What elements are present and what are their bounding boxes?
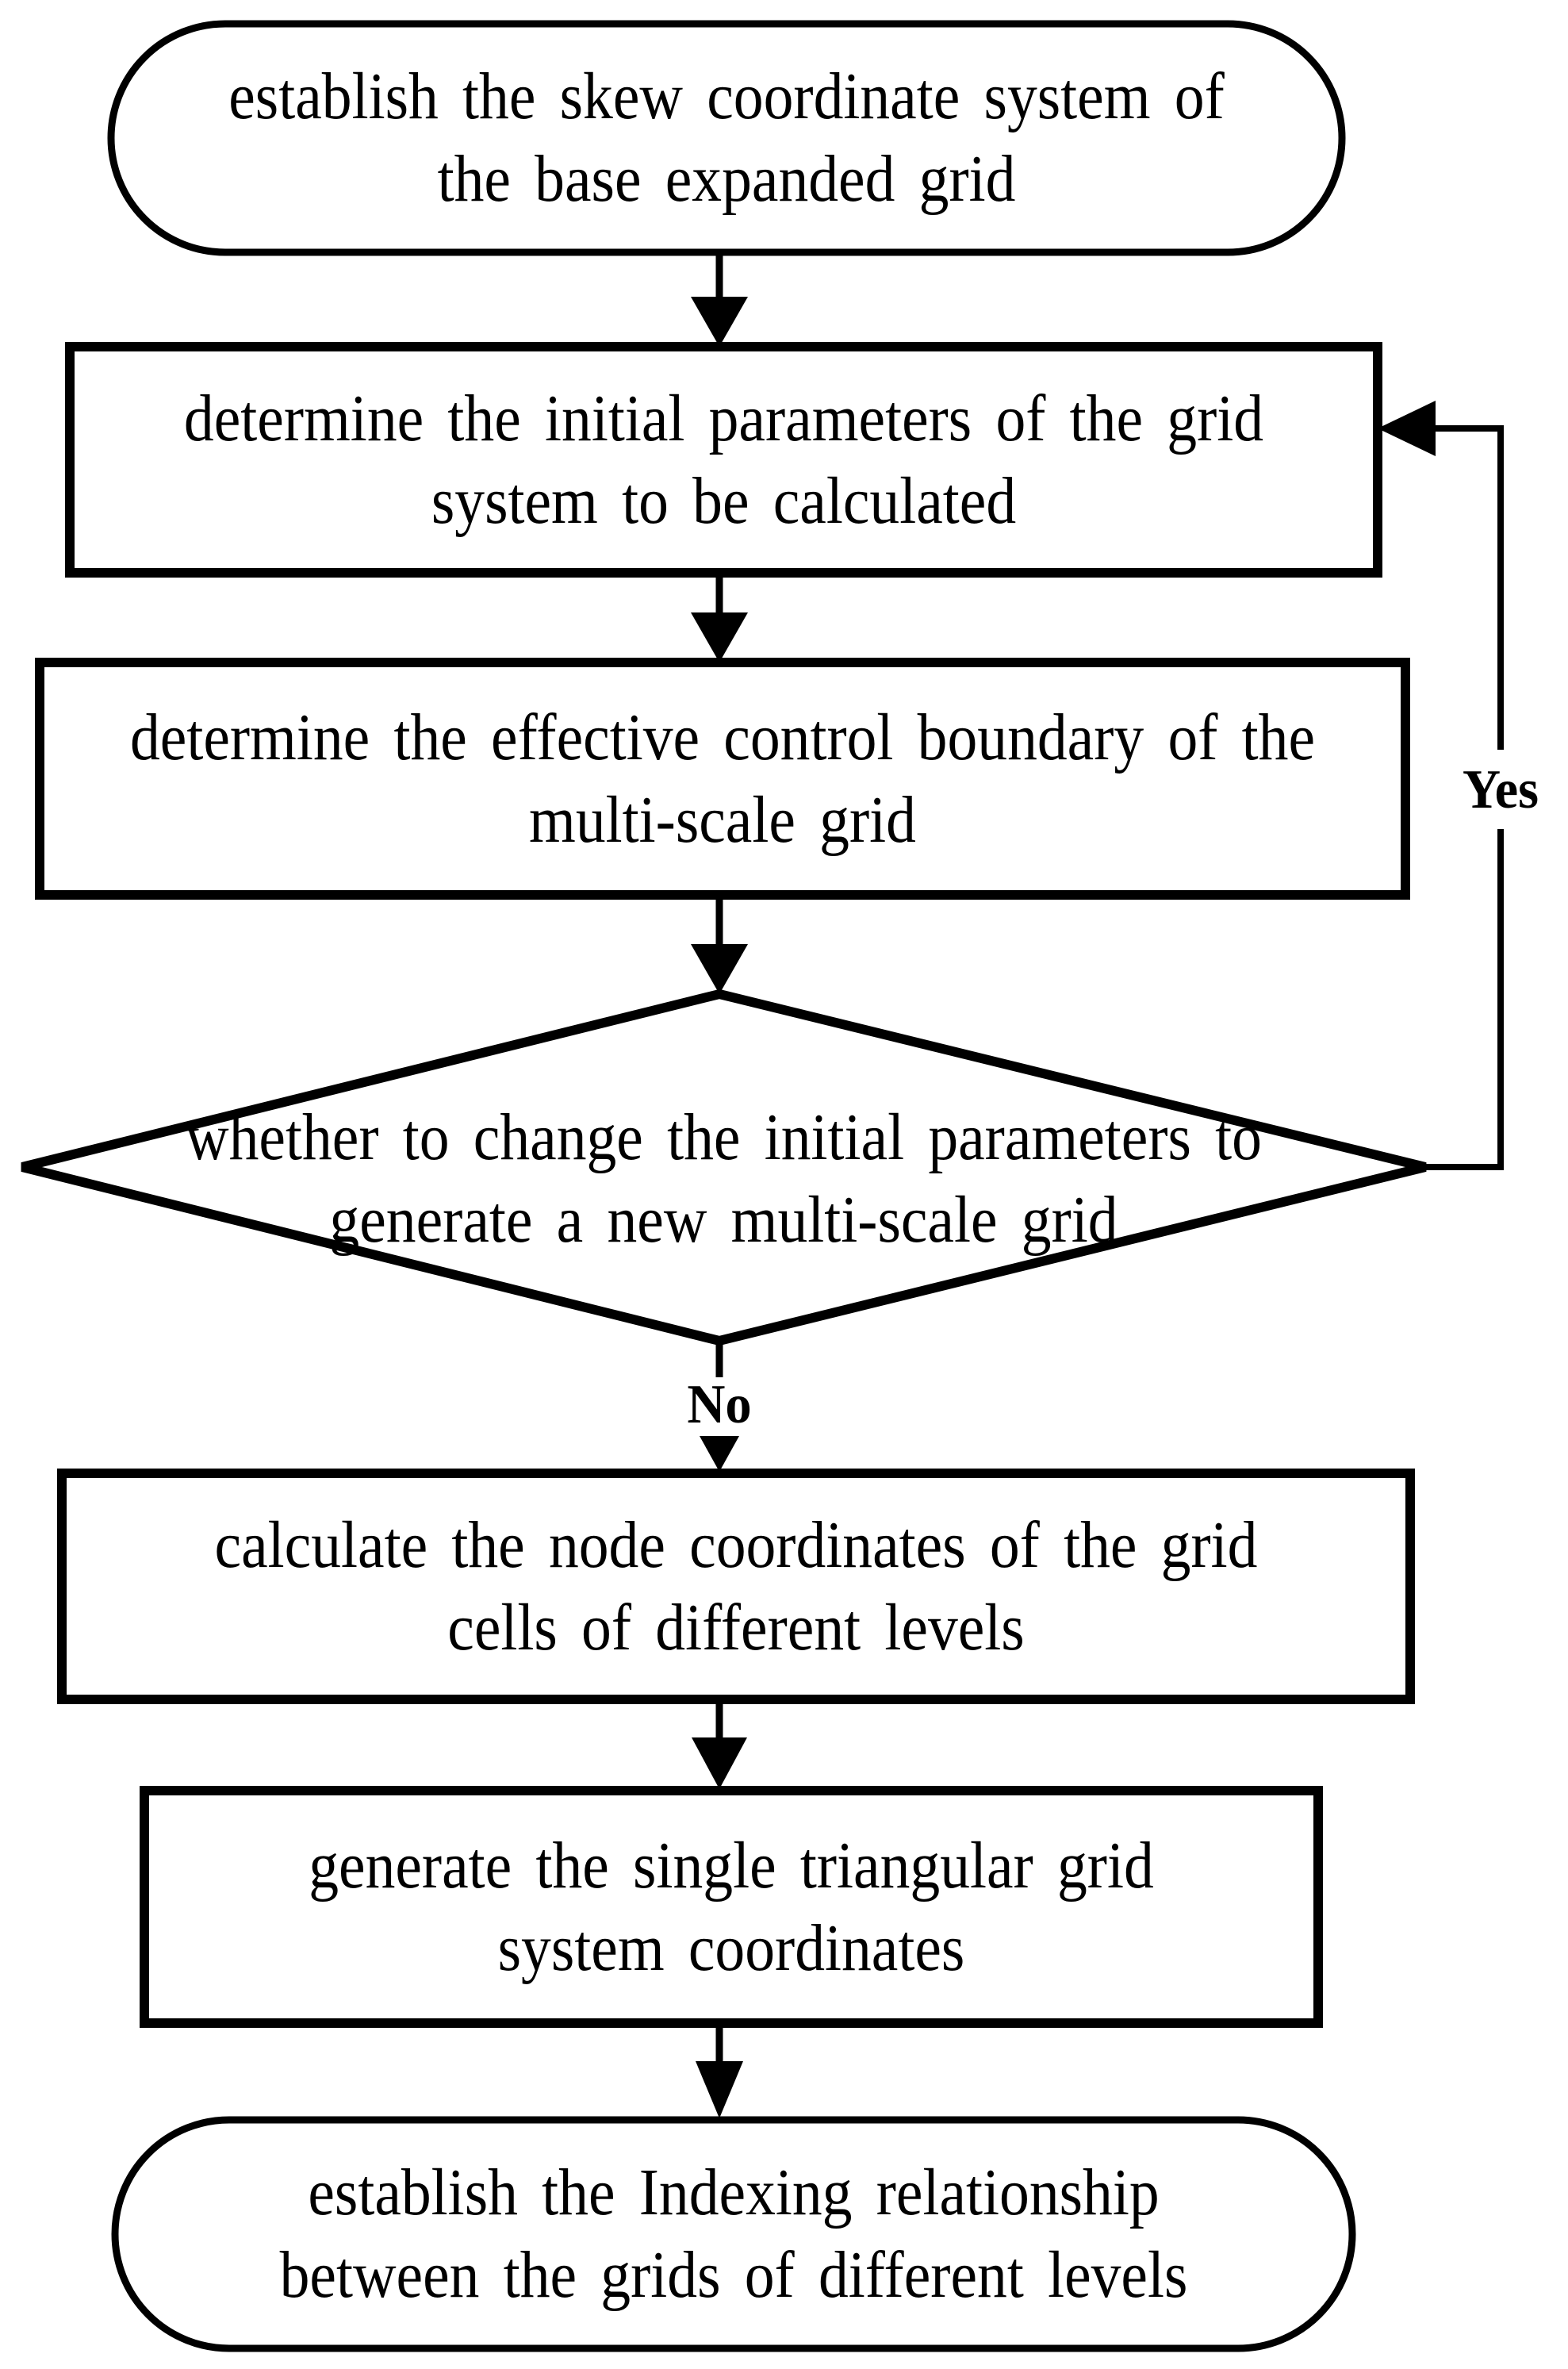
node-init-params-shape (65, 342, 1382, 578)
edge-start-init-arrowhead (691, 297, 748, 347)
node-single-triangular-line2: system coordinates (497, 1910, 965, 1985)
node-init-params-line1: determine the initial parameters of the … (183, 381, 1264, 455)
edge-yes-line-upper (1432, 425, 1504, 750)
node-indexing-label: establish the Indexing relationship betw… (177, 2120, 1290, 2348)
node-single-triangular-label: generate the single triangular grid syst… (203, 1791, 1259, 2023)
node-single-triangular-shape (140, 1786, 1323, 2028)
node-coordinates-line2: cells of different levels (447, 1590, 1025, 1664)
edge-no-arrowhead (700, 1436, 739, 1472)
node-single-triangular-line1: generate the single triangular grid (309, 1828, 1154, 1902)
node-start-shape (107, 20, 1346, 256)
node-start-line2: the base expanded grid (437, 142, 1016, 216)
edge-calc-single-arrowhead (692, 1737, 747, 1789)
node-indexing-line2: between the grids of different levels (279, 2238, 1188, 2312)
edge-label-yes: Yes (1462, 758, 1539, 820)
node-start-line1: establish the skew coordinate system of (228, 60, 1225, 133)
node-control-boundary-line2: multi-scale grid (529, 782, 916, 857)
node-start-label: establish the skew coordinate system of … (173, 24, 1281, 252)
edge-single-indexing-arrowhead (696, 2061, 743, 2118)
edge-yes-arrowhead (1378, 401, 1436, 456)
node-init-params-label: determine the initial parameters of the … (135, 347, 1312, 573)
node-change-params-label: whether to change the initial parameters… (92, 1005, 1355, 1352)
node-coordinates-label: calculate the node coordinates of the gr… (129, 1473, 1343, 1699)
node-indexing-shape (111, 2116, 1356, 2352)
node-change-params-line1: whether to change the initial parameters… (186, 1100, 1262, 1174)
edge-label-no: No (687, 1374, 752, 1435)
node-indexing-line1: establish the Indexing relationship (308, 2156, 1160, 2229)
node-init-params-line2: system to be calculated (431, 463, 1017, 538)
edge-yes-line-lower (1425, 829, 1504, 1170)
node-change-params-line2: generate a new multi-scale grid (329, 1182, 1118, 1257)
node-control-boundary-shape (35, 658, 1410, 900)
edge-boundary-decision-arrowhead (691, 944, 748, 994)
node-coordinates-line1: calculate the node coordinates of the gr… (214, 1507, 1258, 1582)
node-control-boundary-label: determine the effective control boundary… (108, 662, 1337, 895)
edge-init-boundary-arrowhead (691, 612, 748, 662)
node-coordinates-shape (57, 1469, 1415, 1704)
node-control-boundary-line1: determine the effective control boundary… (129, 700, 1316, 774)
